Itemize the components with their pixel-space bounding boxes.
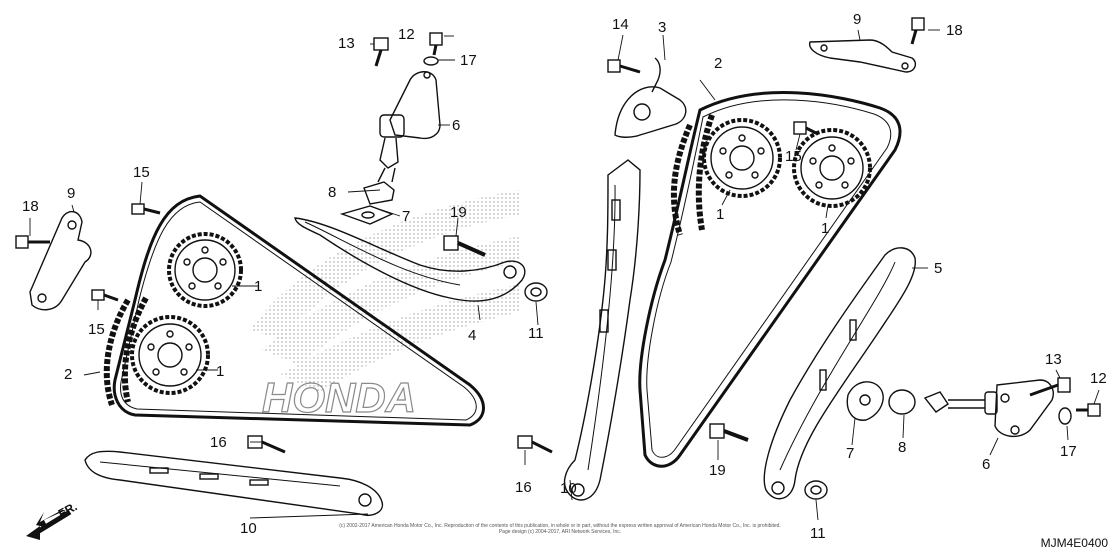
copyright-line-1: (c) 2002-2017 American Honda Motor Co., … — [339, 523, 781, 529]
callout-6-top: 6 — [452, 117, 461, 134]
callout-1-left-lower: 1 — [216, 363, 225, 380]
bolt-18-right — [910, 17, 925, 45]
right-front-chain-guide — [563, 159, 641, 501]
left-tensioner-slider — [294, 217, 526, 302]
left-cam-chain-loop — [112, 194, 485, 427]
bolt-13-bottom — [1029, 377, 1071, 397]
bolt-15-left-top — [131, 203, 161, 215]
collar-11-left — [524, 282, 548, 302]
callout-4: 4 — [468, 327, 477, 344]
left-lower-chain-guide — [84, 450, 384, 516]
callout-7-bottom: 7 — [846, 445, 855, 462]
collar-11-right — [804, 480, 828, 500]
callout-1-right-a: 1 — [716, 206, 725, 223]
callout-6-bottom: 6 — [982, 456, 991, 473]
copyright-notice: (c) 2002-2017 American Honda Motor Co., … — [310, 523, 810, 536]
callout-10-right: 10 — [560, 480, 577, 497]
bolt-15-right — [793, 121, 819, 136]
callout-16-right: 16 — [515, 479, 532, 496]
callout-18-right: 18 — [946, 22, 963, 39]
callout-12-bottom: 12 — [1090, 370, 1107, 387]
bolt-19-right — [709, 423, 749, 442]
right-chain-guide-bracket-9 — [808, 39, 917, 73]
callout-12-top: 12 — [398, 26, 415, 43]
cam-chain-tensioner-lifter-bottom — [923, 379, 1054, 437]
callout-9-right: 9 — [853, 11, 862, 28]
callout-8-bottom: 8 — [898, 439, 907, 456]
callout-13-top: 13 — [338, 35, 355, 52]
gasket-7-top — [339, 205, 394, 225]
bolt-15-left-mid — [91, 289, 119, 302]
bolt-19-left — [443, 235, 486, 257]
callout-11-right: 11 — [810, 525, 826, 542]
washer-17-top — [423, 56, 439, 66]
bolt-16-right — [517, 435, 553, 454]
right-chain-guide-bracket-3 — [614, 86, 687, 138]
honda-wing-watermark: HONDA — [250, 190, 520, 422]
callout-19-right: 19 — [709, 462, 726, 479]
right-cam-sprocket-2 — [792, 128, 872, 208]
callout-15-right: 15 — [785, 148, 802, 165]
left-chain-guide-bracket — [29, 211, 92, 311]
callout-16-left: 16 — [210, 434, 227, 451]
bolt-14 — [607, 59, 641, 74]
bolt-12-top — [429, 32, 443, 56]
callout-5: 5 — [934, 260, 943, 277]
callout-8-top: 8 — [328, 184, 337, 201]
left-cam-sprocket-lower — [130, 315, 210, 395]
leader-lines — [29, 29, 1100, 521]
callout-18-left: 18 — [22, 198, 39, 215]
left-short-cam-chain — [103, 296, 149, 406]
cam-chain-tensioner-lifter-top — [377, 71, 441, 183]
diagram-code: MJM4E0400 — [1040, 536, 1108, 550]
callout-7-top: 7 — [402, 208, 411, 225]
callout-17-top: 17 — [460, 52, 477, 69]
spring-8-bottom — [888, 389, 916, 415]
callout-14: 14 — [612, 16, 629, 33]
callout-17-bottom: 17 — [1060, 443, 1077, 460]
bolt-12-bottom — [1076, 403, 1101, 417]
right-tensioner-slider — [763, 247, 916, 500]
callout-11-left: 11 — [528, 325, 544, 342]
callout-19-left: 19 — [450, 204, 467, 221]
bolt-18-left — [15, 235, 50, 249]
callout-3: 3 — [658, 19, 667, 36]
spring-8-top — [363, 181, 395, 205]
callout-1-right-b: 1 — [821, 220, 830, 237]
callout-15-left-mid: 15 — [88, 321, 105, 338]
bolt-13-top — [373, 37, 389, 67]
callout-10-left: 10 — [240, 520, 257, 537]
callout-2-right: 2 — [714, 55, 723, 72]
front-direction-arrow — [26, 509, 72, 540]
callout-15-left-top: 15 — [133, 164, 150, 181]
left-cam-sprocket-upper — [167, 232, 243, 308]
copyright-line-2: Page design (c) 2004-2017, ARI Network S… — [498, 529, 622, 536]
right-short-cam-chain — [670, 114, 715, 236]
gasket-7-bottom — [846, 381, 884, 421]
right-cam-sprocket-1 — [702, 118, 782, 198]
bolt-16-left — [247, 435, 286, 454]
callout-1-left-upper: 1 — [254, 278, 263, 295]
callout-13-bottom: 13 — [1045, 351, 1062, 368]
callout-2-left: 2 — [64, 366, 73, 383]
washer-17-bottom — [1058, 407, 1072, 425]
callout-9-left: 9 — [67, 185, 76, 202]
